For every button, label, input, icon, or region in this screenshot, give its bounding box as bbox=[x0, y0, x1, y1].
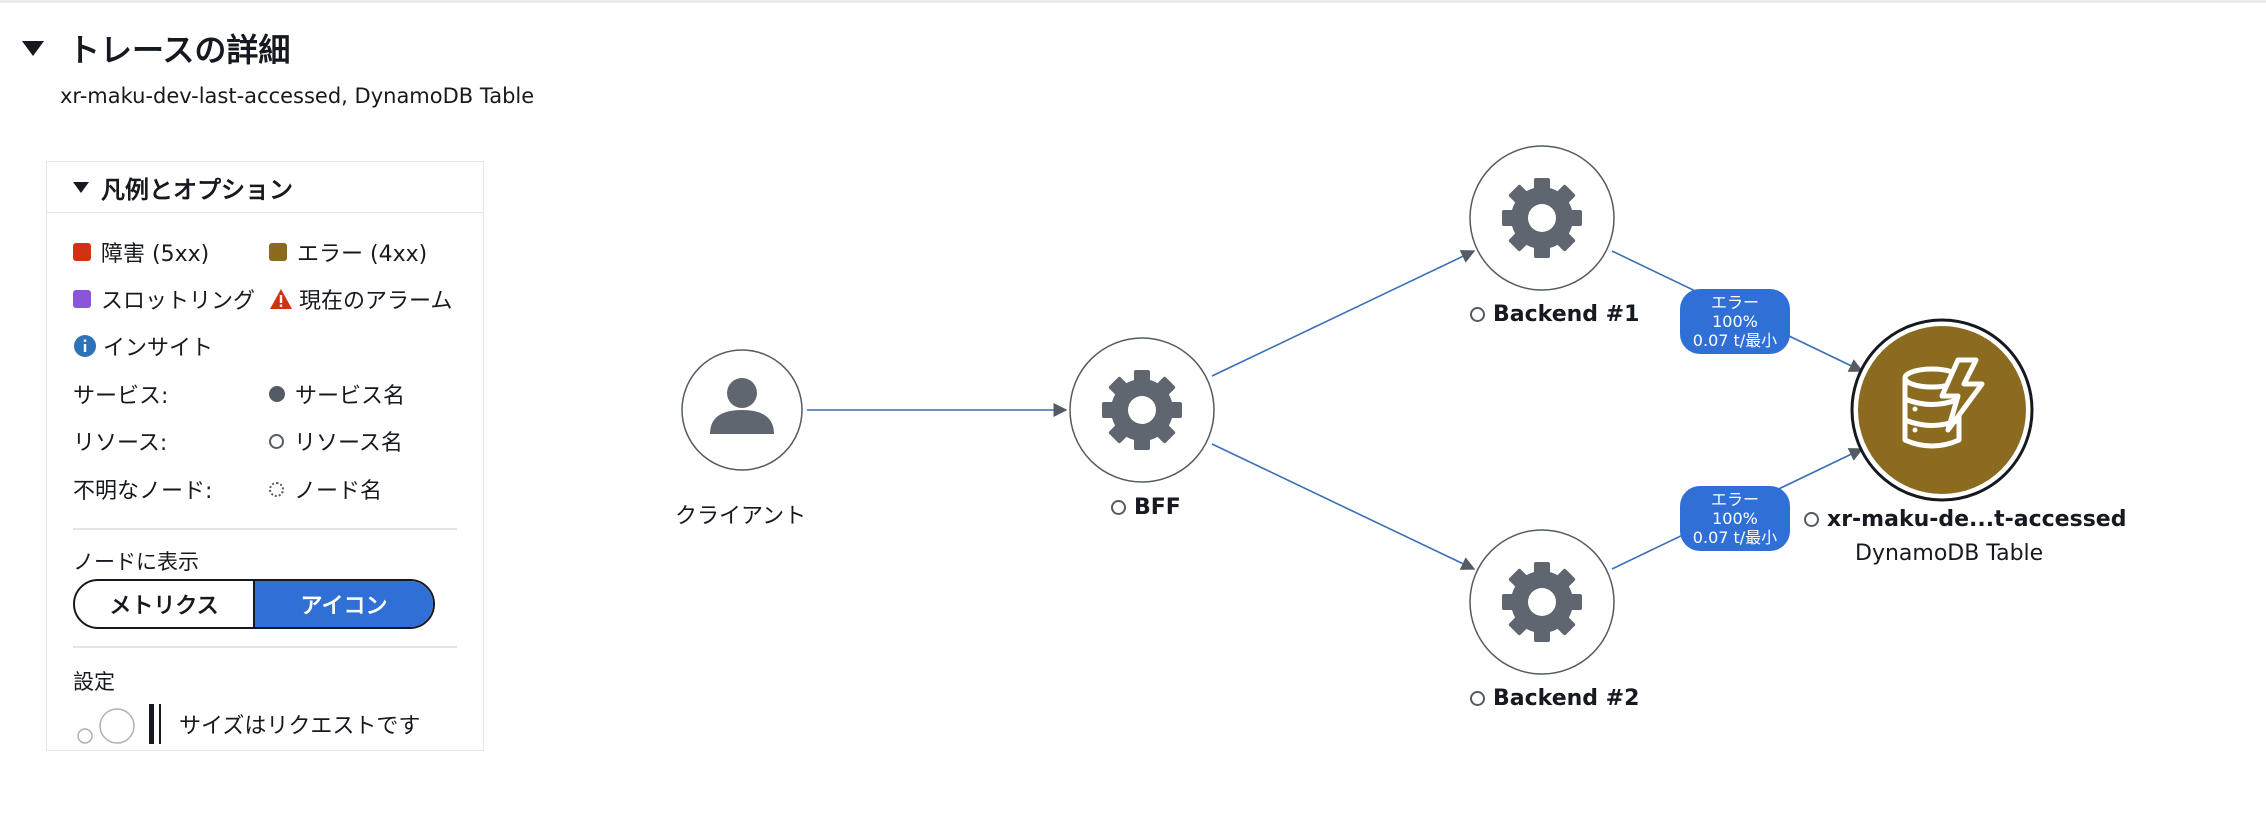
size-setting[interactable]: サイズはリクエストです bbox=[73, 704, 420, 744]
legend-divider bbox=[73, 528, 457, 530]
unknown-node-icon bbox=[269, 481, 284, 497]
gear-icon bbox=[1502, 178, 1582, 258]
legend-title: 凡例とオプション bbox=[101, 175, 293, 204]
backend2-node[interactable] bbox=[1469, 529, 1615, 675]
dynamodb-node-label: xr-maku-de...t-accessed bbox=[1804, 507, 2126, 532]
toggle-metrics[interactable]: メトリクス bbox=[109, 594, 219, 619]
legend-resource-value: リソース名 bbox=[294, 431, 403, 456]
dynamodb-label-text: xr-maku-de...t-accessed bbox=[1827, 507, 2127, 532]
edge-badge-backend1-db[interactable]: エラー 100% 0.07 t/最小 bbox=[1680, 289, 1790, 354]
legend-insight-label: インサイト bbox=[103, 336, 214, 361]
legend-fault-label: 障害 (5xx) bbox=[101, 242, 210, 267]
legend-header[interactable]: 凡例とオプション bbox=[47, 162, 483, 213]
trace-details-header[interactable]: トレースの詳細 bbox=[22, 26, 290, 70]
bff-node-label: BFF bbox=[1111, 495, 1181, 520]
warning-triangle-icon bbox=[270, 289, 292, 309]
legend-resource: リソース名 bbox=[269, 425, 403, 457]
display-toggle[interactable]: メトリクス アイコン bbox=[73, 579, 435, 629]
display-heading: ノードに表示 bbox=[73, 550, 199, 574]
size-scale-icon bbox=[77, 704, 161, 744]
resource-node-icon bbox=[1470, 307, 1485, 322]
dynamodb-icon bbox=[1902, 357, 1985, 449]
dynamodb-node[interactable] bbox=[1850, 318, 2034, 502]
service-node-icon bbox=[269, 386, 285, 402]
page-title: トレースの詳細 bbox=[68, 31, 291, 69]
fault-swatch bbox=[73, 243, 91, 261]
edge-badge-line1: エラー 100% bbox=[1710, 293, 1759, 331]
edge-badge-line2: 0.07 t/最小 bbox=[1692, 331, 1778, 350]
gear-icon bbox=[1502, 562, 1582, 642]
toggle-icons[interactable]: アイコン bbox=[253, 581, 433, 627]
edge-bff-backend1[interactable] bbox=[1211, 250, 1476, 377]
legend-service: サービス名 bbox=[269, 378, 405, 410]
resource-node-icon bbox=[269, 433, 284, 449]
settings-heading: 設定 bbox=[73, 670, 115, 694]
error-swatch bbox=[269, 243, 287, 261]
legend-throttle-label: スロットリング bbox=[101, 289, 256, 314]
user-icon bbox=[710, 378, 774, 434]
bff-label-text: BFF bbox=[1134, 495, 1181, 520]
legend-unknown-key: 不明なノード: bbox=[73, 479, 213, 504]
resource-node-icon bbox=[1804, 512, 1819, 527]
edge-badge-backend2-db[interactable]: エラー 100% 0.07 t/最小 bbox=[1680, 486, 1790, 551]
legend-service-key: サービス: bbox=[73, 384, 169, 409]
legend-fault: 障害 (5xx) bbox=[73, 236, 209, 268]
backend1-node-label: Backend #1 bbox=[1470, 302, 1639, 327]
client-node-label: クライアント bbox=[675, 504, 807, 529]
legend-panel: 凡例とオプション 障害 (5xx) エラー (4xx) スロットリング 現在のア… bbox=[46, 161, 484, 751]
edge-bff-backend2[interactable] bbox=[1211, 443, 1476, 570]
gear-icon bbox=[1102, 370, 1182, 450]
edge-badge-line1: エラー 100% bbox=[1710, 490, 1759, 528]
legend-divider bbox=[73, 646, 457, 648]
page-subtitle: xr-maku-dev-last-accessed, DynamoDB Tabl… bbox=[60, 84, 535, 108]
legend-service-value: サービス名 bbox=[295, 384, 406, 409]
legend-unknown: ノード名 bbox=[269, 473, 382, 505]
legend-alarm: 現在のアラーム bbox=[269, 283, 452, 315]
legend-throttle: スロットリング bbox=[73, 283, 255, 315]
client-node[interactable] bbox=[681, 349, 803, 471]
bff-node[interactable] bbox=[1069, 337, 1215, 483]
caret-down-icon bbox=[22, 40, 44, 56]
throttle-swatch bbox=[73, 290, 91, 308]
backend2-node-label: Backend #2 bbox=[1470, 686, 1639, 711]
legend-unknown-value: ノード名 bbox=[294, 479, 383, 504]
resource-node-icon bbox=[1111, 500, 1126, 515]
size-setting-label: サイズはリクエストです bbox=[179, 714, 421, 739]
legend-error-label: エラー (4xx) bbox=[297, 242, 428, 267]
resource-node-icon bbox=[1470, 691, 1485, 706]
legend-insight: インサイト bbox=[73, 330, 213, 362]
backend1-label-text: Backend #1 bbox=[1493, 302, 1640, 327]
dynamodb-node-sublabel: DynamoDB Table bbox=[1855, 541, 2044, 566]
legend-error: エラー (4xx) bbox=[269, 236, 427, 268]
backend2-label-text: Backend #2 bbox=[1493, 686, 1640, 711]
info-icon bbox=[74, 335, 96, 357]
caret-down-icon bbox=[73, 181, 89, 193]
legend-resource-key: リソース: bbox=[73, 431, 168, 456]
top-divider bbox=[0, 0, 2266, 3]
backend1-node[interactable] bbox=[1469, 145, 1615, 291]
legend-alarm-label: 現在のアラーム bbox=[299, 289, 453, 314]
edge-badge-line2: 0.07 t/最小 bbox=[1692, 528, 1778, 547]
